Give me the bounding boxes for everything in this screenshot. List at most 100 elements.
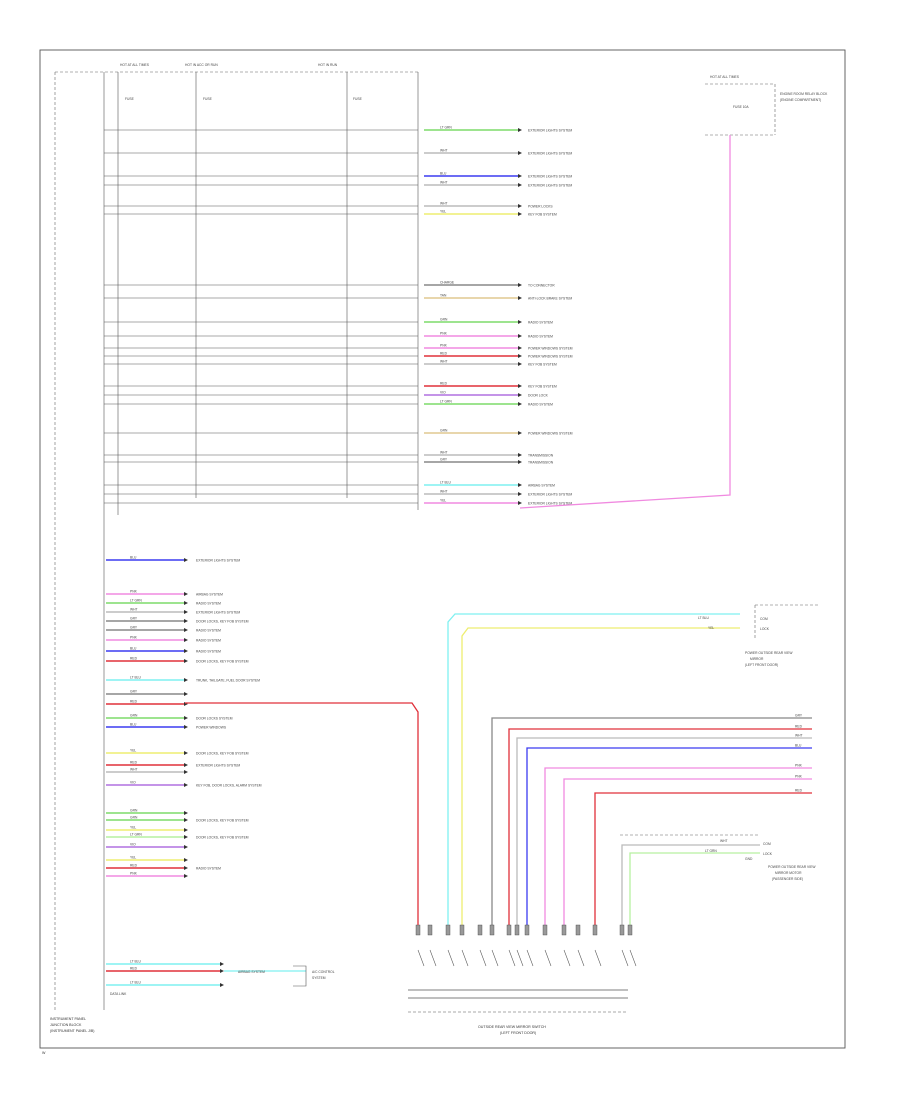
passenger-wire-label-1: WHT (720, 839, 728, 843)
arrow-icon (184, 558, 188, 562)
mirror-wire-line (594, 792, 812, 925)
engine-room-relay-block: HOT AT ALL TIMES FUSE 10A ENGINE ROOM RE… (705, 75, 828, 136)
connector-pin-icon (489, 924, 495, 936)
upper-wire-dest: POWER WINDOWS SYSTEM (528, 347, 573, 351)
red-feed-wire (185, 702, 419, 925)
connector-pin-icon (445, 924, 451, 936)
bottom-wire-label: RED (130, 967, 138, 971)
bottom-dest-1: AIRBAG SYSTEM (238, 970, 265, 974)
mirror-pin-lock: LOCK (760, 627, 770, 631)
lower-wire-label: BLU (130, 723, 137, 727)
upper-wire-label: YEL (440, 210, 446, 214)
connector-pin-icon (575, 924, 581, 936)
switch-contact (619, 924, 629, 967)
footer-left-1: INSTRUMENT PANEL (50, 1017, 86, 1021)
arrow-icon (518, 334, 522, 338)
arrow-icon (518, 483, 522, 487)
lower-wire-dest: EXTERIOR LIGHTS SYSTEM (196, 559, 240, 563)
switch-contact (542, 924, 552, 967)
ac-caption-1: A/C CONTROL (312, 970, 335, 974)
upper-wire-dest: RADIO SYSTEM (528, 403, 553, 407)
connector-pin-icon (459, 924, 465, 936)
upper-wire-label: BLU (440, 172, 447, 176)
upper-wire-dest: EXTERIOR LIGHTS SYSTEM (528, 184, 572, 188)
lower-wire-label: BLU (130, 647, 137, 651)
bottom-dest-2: DATA LINK (110, 992, 127, 996)
lower-wire-dest: TRUNK, TAILGATE, FUEL DOOR SYSTEM (196, 679, 260, 683)
arrow-icon (518, 128, 522, 132)
arrow-icon (184, 751, 188, 755)
arrow-icon (518, 346, 522, 350)
connector-pin-icon (477, 924, 483, 936)
passenger-pin-lock: LOCK (763, 852, 773, 856)
lower-wire-label: VIO (130, 781, 136, 785)
upper-wire-dest: EXTERIOR LIGHTS SYSTEM (528, 175, 572, 179)
arrow-icon (518, 183, 522, 187)
lower-wire-dest: AIRBAG SYSTEM (196, 593, 223, 597)
mirror-caption-3: (LEFT FRONT DOOR) (745, 663, 778, 667)
lower-wire-dest: EXTERIOR LIGHTS SYSTEM (196, 611, 240, 615)
lower-wire-label: PNK (130, 872, 138, 876)
arrow-icon (518, 402, 522, 406)
mirror-wire-label-2: YEL (708, 626, 714, 630)
passenger-wire-label-2: LT GRN (705, 849, 717, 853)
lower-wire-row: GRY (106, 690, 188, 696)
upper-wire-label: GRN (440, 429, 448, 433)
upper-wire-dest: DOOR LOCK (528, 394, 549, 398)
upper-wire-dest: KEY FOB SYSTEM (528, 385, 557, 389)
arrow-icon (184, 619, 188, 623)
mirror-wire: PNK (544, 764, 812, 925)
passenger-pin-com: COM (763, 842, 771, 846)
mirror-wire-line (526, 747, 812, 925)
lower-wire-dest: RADIO SYSTEM (196, 650, 221, 654)
lower-wire-label: YEL (130, 856, 136, 860)
lower-wire-row: YEL (106, 856, 188, 862)
passenger-ground: GND (745, 857, 753, 861)
ac-caption-2: SYSTEM (312, 976, 326, 980)
upper-wire-label: TAN (440, 294, 447, 298)
connector-pin-icon (514, 924, 520, 936)
switch-contact (445, 924, 455, 967)
mirror-caption-2: MIRROR (750, 657, 764, 661)
upper-wire-label: WHT (440, 181, 448, 185)
arrow-icon (184, 783, 188, 787)
lower-wire-label: YEL (130, 826, 136, 830)
switch-lever-icon (594, 949, 602, 967)
mirror-wire-label: GRY (795, 714, 803, 718)
passenger-green-wire (629, 852, 760, 925)
switch-lever-icon (508, 949, 516, 967)
upper-wire-row: BLU EXTERIOR LIGHTS SYSTEM (104, 172, 572, 179)
upper-wire-label: WHT (440, 360, 448, 364)
upper-wire-dest: EXTERIOR LIGHTS SYSTEM (528, 152, 572, 156)
upper-wire-label: LT GRN (440, 400, 452, 404)
switch-contact (506, 924, 516, 967)
lower-wire-label: GRY (130, 690, 138, 694)
arrow-icon (184, 692, 188, 696)
mirror-wire: PNK (563, 775, 812, 925)
footer-left-3: (INSTRUMENT PANEL J/B) (50, 1029, 94, 1033)
lower-wire-group: BLU EXTERIOR LIGHTS SYSTEM PNK AIRBAG SYSTE… (106, 556, 262, 878)
mirror-wire: RED (508, 725, 812, 925)
bottom-wire-row: LT BLU (106, 981, 224, 987)
pink-relay-wire (519, 135, 731, 509)
lower-wire-dest: RADIO SYSTEM (196, 629, 221, 633)
switch-lever-icon (516, 949, 524, 967)
mirror-switch-group (408, 924, 637, 1013)
arrow-icon (518, 362, 522, 366)
upper-wire-label: WHT (440, 451, 448, 455)
